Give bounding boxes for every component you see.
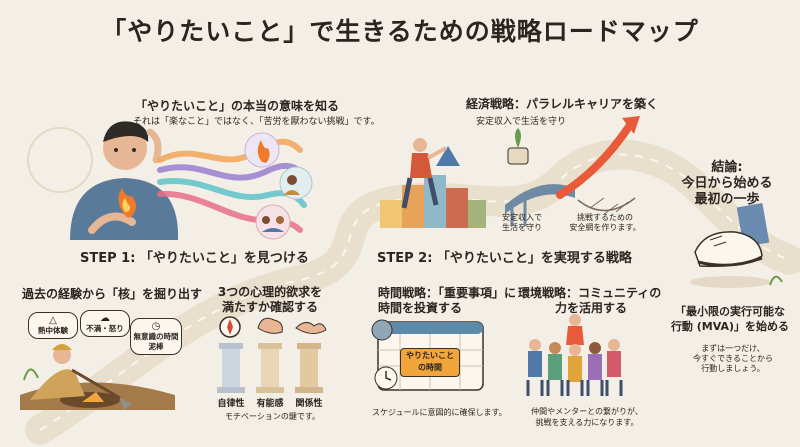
reserved-time-block: やりたいこと の時間 — [400, 348, 460, 377]
mva-note-3: 行動しましょう。 — [701, 364, 765, 373]
sneaker-illustration — [690, 203, 783, 288]
step1-b-heading-1: 3つの心理的欲求を — [217, 285, 323, 299]
env-strategy-heading-1: 環境戦略：コミュニティの — [518, 286, 662, 300]
section1-heading: 「やりたいこと」の本当の意味を知る — [135, 99, 340, 113]
mva-note-2: 今すぐできることから — [693, 354, 773, 363]
badge-label: 無意識の時間泥棒 — [133, 332, 179, 351]
fire-icon: △ — [49, 315, 57, 326]
env-strategy-heading-2: 力を活用する — [554, 301, 627, 315]
section1-subtext: それは「楽なこと」ではなく、「苦労を厭わない挑戦」です。 — [133, 117, 380, 127]
badge-label: 熱中体験 — [38, 326, 68, 335]
road-center — [39, 153, 791, 431]
env-strategy-caption-2: 挑戦を支える力になります。 — [535, 418, 639, 427]
community-illustration — [526, 314, 623, 396]
memory-bubbles — [244, 132, 313, 240]
economic-left-note-2: 生活を守り — [502, 223, 542, 232]
badge-time-thief: ◷ 無意識の時間泥棒 — [130, 318, 182, 355]
time-strategy-heading-2: 時間を投資する — [378, 301, 463, 315]
conclusion-line3: 最初の一歩 — [694, 192, 760, 207]
mva-note-1: まずは一つだけ、 — [701, 344, 765, 353]
bridge — [505, 184, 575, 214]
pillars-illustration — [217, 316, 327, 393]
env-strategy-caption-1: 仲間やメンターとの繋がりが、 — [531, 407, 643, 416]
economic-left-note-1: 安定収入で — [502, 213, 542, 222]
conclusion-line2: 今日から始める — [681, 176, 773, 191]
economic-heading: 経済戦略：パラレルキャリアを築く — [466, 97, 659, 111]
economic-top-note: 安定収入で生活を守り — [476, 117, 567, 127]
parallel-career-illustration — [380, 116, 640, 228]
time-strategy-caption: スケジュールに意図的に確保します。 — [372, 408, 507, 417]
step1-label: STEP 1: 「やりたいこと」を見つける — [80, 251, 309, 266]
swirl-bg — [27, 127, 93, 193]
step2-label: STEP 2: 「やりたいこと」を実現する戦略 — [377, 251, 632, 266]
badge-flow-experience: △ 熱中体験 — [28, 312, 78, 339]
reserved-time-label-2: の時間 — [418, 363, 442, 372]
pillar-autonomy: 自律性 — [217, 399, 245, 409]
pillar-relatedness: 関係性 — [295, 399, 323, 409]
thinking-person-illustration — [70, 121, 179, 240]
digging-illustration — [20, 344, 175, 410]
mva-heading-1: 「最小限の実行可能な — [675, 305, 785, 318]
safety-net — [577, 197, 636, 212]
reserved-time-label-1: やりたいこと — [406, 351, 454, 360]
step1-b-caption: モチベーションの鍵です。 — [225, 412, 321, 421]
rising-arrow — [556, 121, 634, 199]
economic-right-note-2: 安全網を作ります。 — [569, 223, 641, 232]
step1-a-heading: 過去の経験から「核」を掘り出す — [22, 287, 203, 301]
storm-cloud-icon: ☁ — [100, 313, 110, 324]
time-strategy-heading-1: 時間戦略：「重要事項」に — [378, 286, 517, 300]
economic-right-note-1: 挑戦するための — [577, 213, 633, 222]
page-title: 「やりたいこと」で生きるための戦略ロードマップ — [101, 17, 699, 46]
badge-frustration: ☁ 不満・怒り — [80, 310, 130, 337]
stopwatch-icon: ◷ — [151, 321, 161, 332]
badge-label: 不満・怒り — [86, 324, 124, 333]
pillar-competence: 有能感 — [256, 399, 284, 409]
step1-b-heading-2: 満たすか確認する — [221, 300, 318, 314]
conclusion-line1: 結論: — [711, 160, 743, 175]
mva-heading-2: 行動 (MVA)」を始める — [670, 320, 790, 333]
